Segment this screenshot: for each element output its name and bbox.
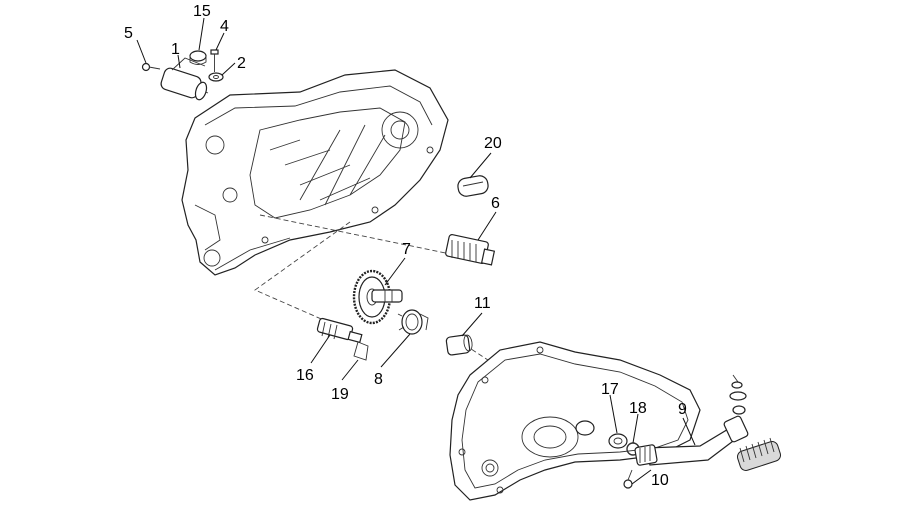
part-7-gear-wheel — [352, 269, 403, 325]
part-6-starter-pinion — [445, 234, 496, 266]
part-4-bolt — [210, 49, 219, 72]
callout-20: 20 — [484, 135, 502, 152]
part-5-screw — [141, 62, 161, 72]
part-16-kick-shaft — [316, 317, 363, 344]
callout-8: 8 — [374, 371, 383, 388]
part-1-starter-motor — [160, 57, 209, 101]
callout-18: 18 — [629, 400, 647, 417]
part-11-bushing — [445, 334, 473, 356]
part-9-hardware-stack — [729, 374, 747, 415]
callout-10: 10 — [651, 472, 669, 489]
callout-1: 1 — [171, 41, 180, 58]
callout-19: 19 — [331, 386, 349, 403]
transmission-cover — [449, 341, 701, 501]
part-20-rubber-block — [457, 175, 489, 197]
callout-2: 2 — [237, 55, 246, 72]
callout-labels: 5 1 15 4 2 20 6 7 11 16 8 19 17 18 9 10 — [124, 3, 687, 489]
leader-lines — [136, 17, 696, 485]
callout-17: 17 — [601, 381, 619, 398]
callout-11: 11 — [474, 295, 491, 312]
part-10-screw — [623, 469, 633, 489]
callout-6: 6 — [491, 195, 500, 212]
part-2-washer — [208, 72, 224, 82]
callout-5: 5 — [124, 25, 133, 42]
callout-4: 4 — [220, 18, 229, 35]
crankcase-housing — [181, 69, 449, 276]
callout-9: 9 — [678, 401, 687, 418]
part-15-cap — [189, 50, 207, 65]
kick-lever-rubber-grip — [736, 437, 782, 471]
callout-7: 7 — [402, 241, 411, 258]
part-19-clip — [353, 341, 369, 361]
callout-16: 16 — [296, 367, 314, 384]
part-17-seal — [608, 433, 628, 449]
callout-15: 15 — [193, 3, 211, 20]
part-9-kick-lever — [634, 415, 749, 466]
part-8-spring — [397, 309, 429, 335]
